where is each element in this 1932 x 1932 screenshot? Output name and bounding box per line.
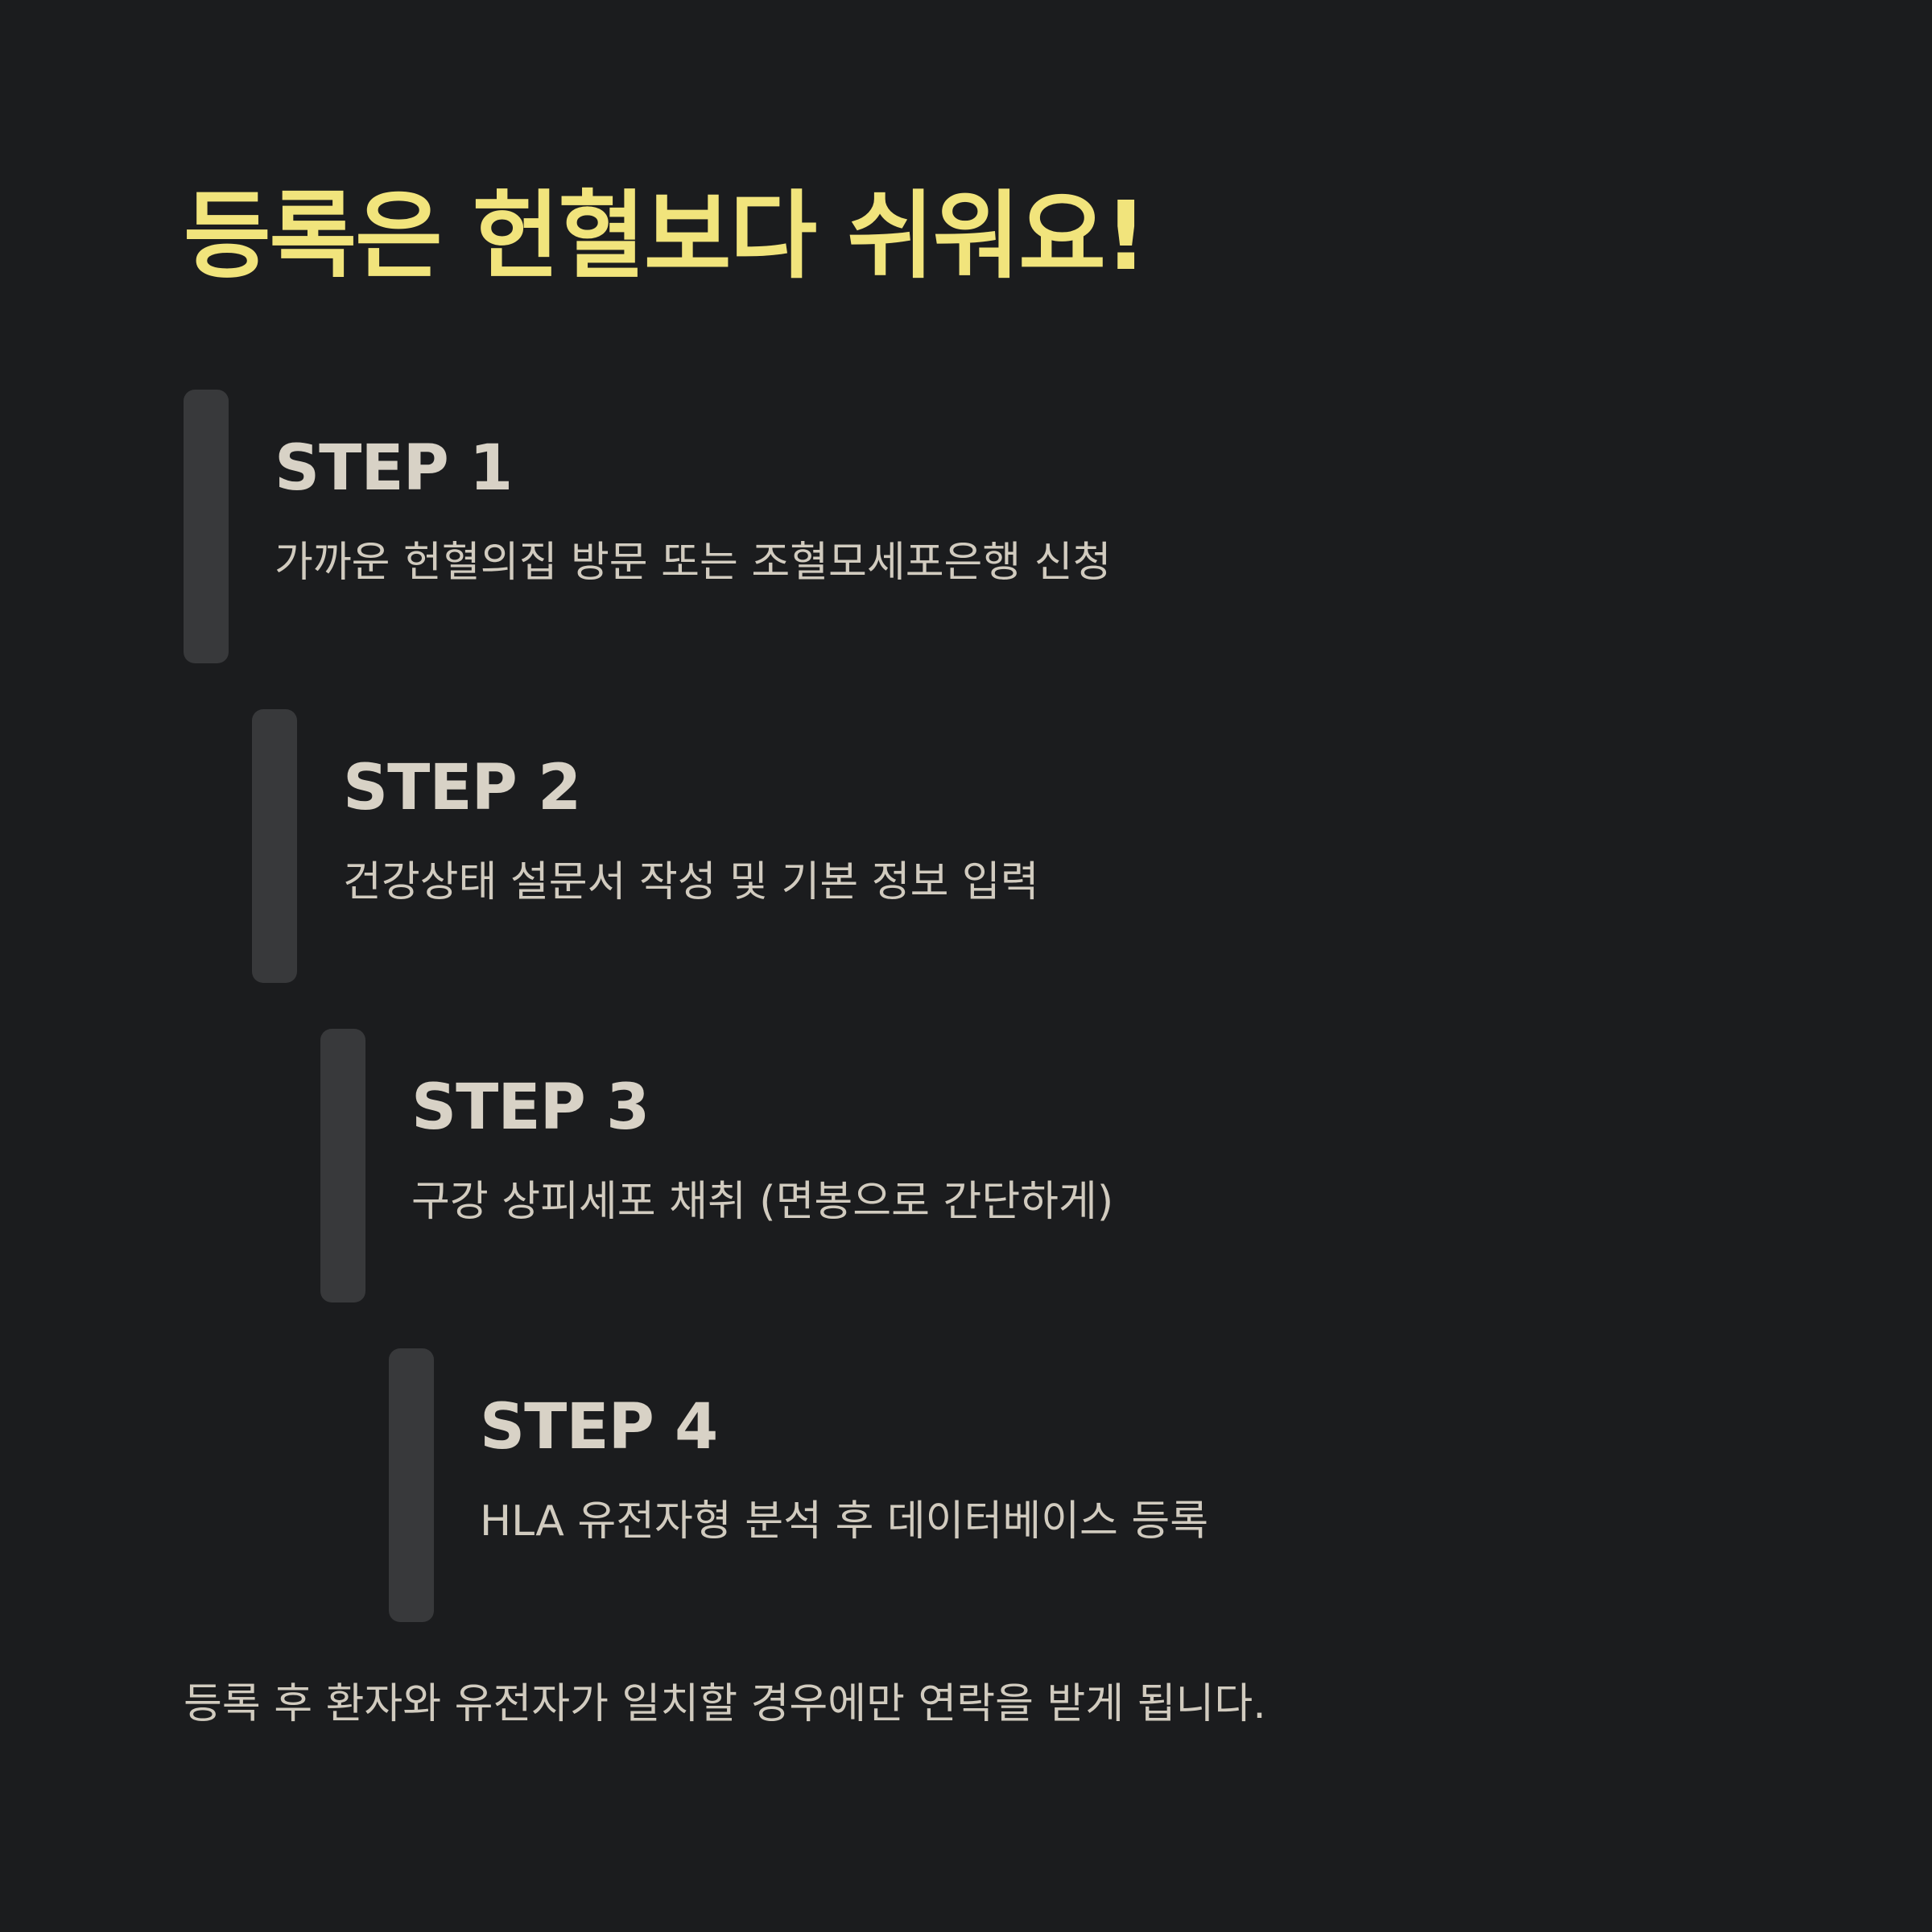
step-bar (320, 1029, 365, 1302)
step-bar (252, 709, 297, 983)
step-description: 가까운 헌혈의집 방문 또는 조혈모세포은행 신청 (275, 539, 1112, 587)
step-bar (389, 1348, 434, 1622)
step-3: STEP 3 구강 상피세포 채취 (면봉으로 간단하게) (320, 1029, 1689, 1302)
page-title: 등록은 헌혈보다 쉬워요! (184, 180, 1148, 291)
step-label: STEP 2 (343, 752, 581, 824)
step-4: STEP 4 HLA 유전자형 분석 후 데이터베이스 등록 (389, 1348, 1757, 1622)
step-2: STEP 2 건강상태 설문서 작성 및 기본 정보 입력 (252, 709, 1620, 983)
step-label: STEP 4 (480, 1391, 718, 1463)
step-label: STEP 3 (411, 1071, 650, 1144)
step-bar (184, 390, 229, 663)
step-description: HLA 유전자형 분석 후 데이터베이스 등록 (480, 1497, 1209, 1546)
step-label: STEP 1 (275, 432, 513, 505)
footer-note: 등록 후 환자와 유전자가 일치할 경우에만 연락을 받게 됩니다. (184, 1680, 1266, 1728)
step-description: 건강상태 설문서 작성 및 기본 정보 입력 (343, 858, 1039, 906)
step-description: 구강 상피세포 채취 (면봉으로 간단하게) (411, 1178, 1114, 1226)
step-1: STEP 1 가까운 헌혈의집 방문 또는 조혈모세포은행 신청 (184, 390, 1552, 663)
